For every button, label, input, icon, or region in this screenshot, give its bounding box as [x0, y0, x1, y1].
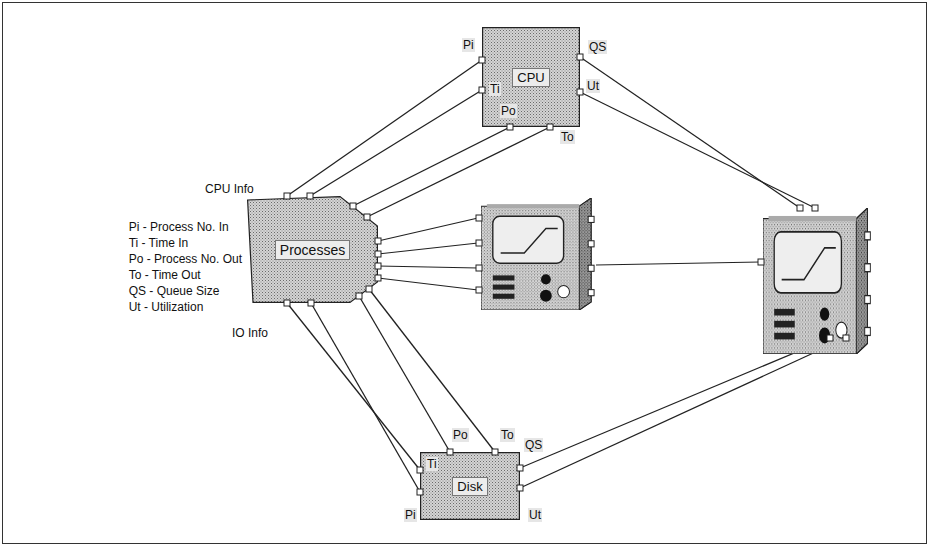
pin-label: To [500, 428, 515, 442]
note-label: Ut - Utilization [129, 300, 204, 314]
connector-line [353, 127, 510, 206]
drawing-rect [797, 205, 803, 211]
drawing-line [580, 92, 815, 208]
connector-line [287, 60, 482, 196]
component-box: Processes [247, 196, 378, 303]
drawing-rect [476, 265, 482, 271]
drawing-rect [476, 215, 482, 221]
drawing-line [378, 278, 478, 290]
component-name: Disk [452, 477, 487, 496]
pin-label: To [560, 130, 575, 144]
signal-connector [367, 127, 550, 217]
drawing-rect [476, 287, 482, 293]
frame [3, 3, 927, 544]
drawing-rect [758, 259, 764, 265]
pin-label: Ut [528, 508, 542, 522]
component-box: CPU [482, 27, 580, 127]
note-label: CPU Info [205, 182, 254, 196]
monitor-icon [481, 198, 594, 310]
pin-label: QS [588, 40, 607, 54]
pin-label: Ti [426, 457, 438, 471]
signal-connector [359, 296, 450, 452]
pin-label: Po [452, 428, 469, 442]
note-label: Ti - Time In [129, 236, 189, 250]
note-label: Pi - Process No. In [129, 220, 229, 234]
connector-line [359, 296, 450, 452]
drawing-rect [827, 335, 833, 341]
drawing-line [378, 243, 478, 254]
monitor-icon [763, 208, 870, 354]
drawing-line [520, 338, 830, 468]
connector-line [367, 127, 550, 217]
drawing-line [520, 338, 846, 488]
note-label: IO Info [232, 326, 268, 340]
component-shape [483, 28, 580, 127]
component-name: Processes [275, 240, 350, 260]
note-label: Po - Process No. Out [129, 252, 242, 266]
monitor-ports [476, 205, 849, 341]
connector-line [310, 90, 482, 196]
drawing-rect [812, 205, 818, 211]
component-shape [248, 197, 378, 303]
signal-connector [369, 289, 495, 452]
connector-line [369, 289, 495, 452]
pin-label: Pi [404, 508, 417, 522]
connector-line [287, 303, 420, 470]
pin-label: Ti [489, 82, 501, 96]
drawing-line [596, 262, 760, 265]
component-shape [421, 453, 520, 520]
note-label: QS - Queue Size [129, 284, 220, 298]
drawing-line [378, 218, 478, 241]
pin-label: Ut [586, 79, 600, 93]
drawing-line [580, 57, 800, 208]
signal-connector [310, 90, 482, 196]
note-label: To - Time Out [129, 268, 201, 282]
drawing-rect [476, 240, 482, 246]
drawing-line [378, 266, 478, 268]
pin-label: Po [500, 104, 517, 118]
signal-connector [287, 303, 420, 470]
signal-connector [353, 127, 510, 206]
pin-label: QS [524, 438, 543, 452]
component-name: CPU [512, 68, 549, 87]
signal-connector [311, 303, 420, 492]
connector-line [311, 303, 420, 492]
pin-label: Pi [462, 38, 475, 52]
signal-connector [287, 60, 482, 196]
drawing-rect [843, 335, 849, 341]
